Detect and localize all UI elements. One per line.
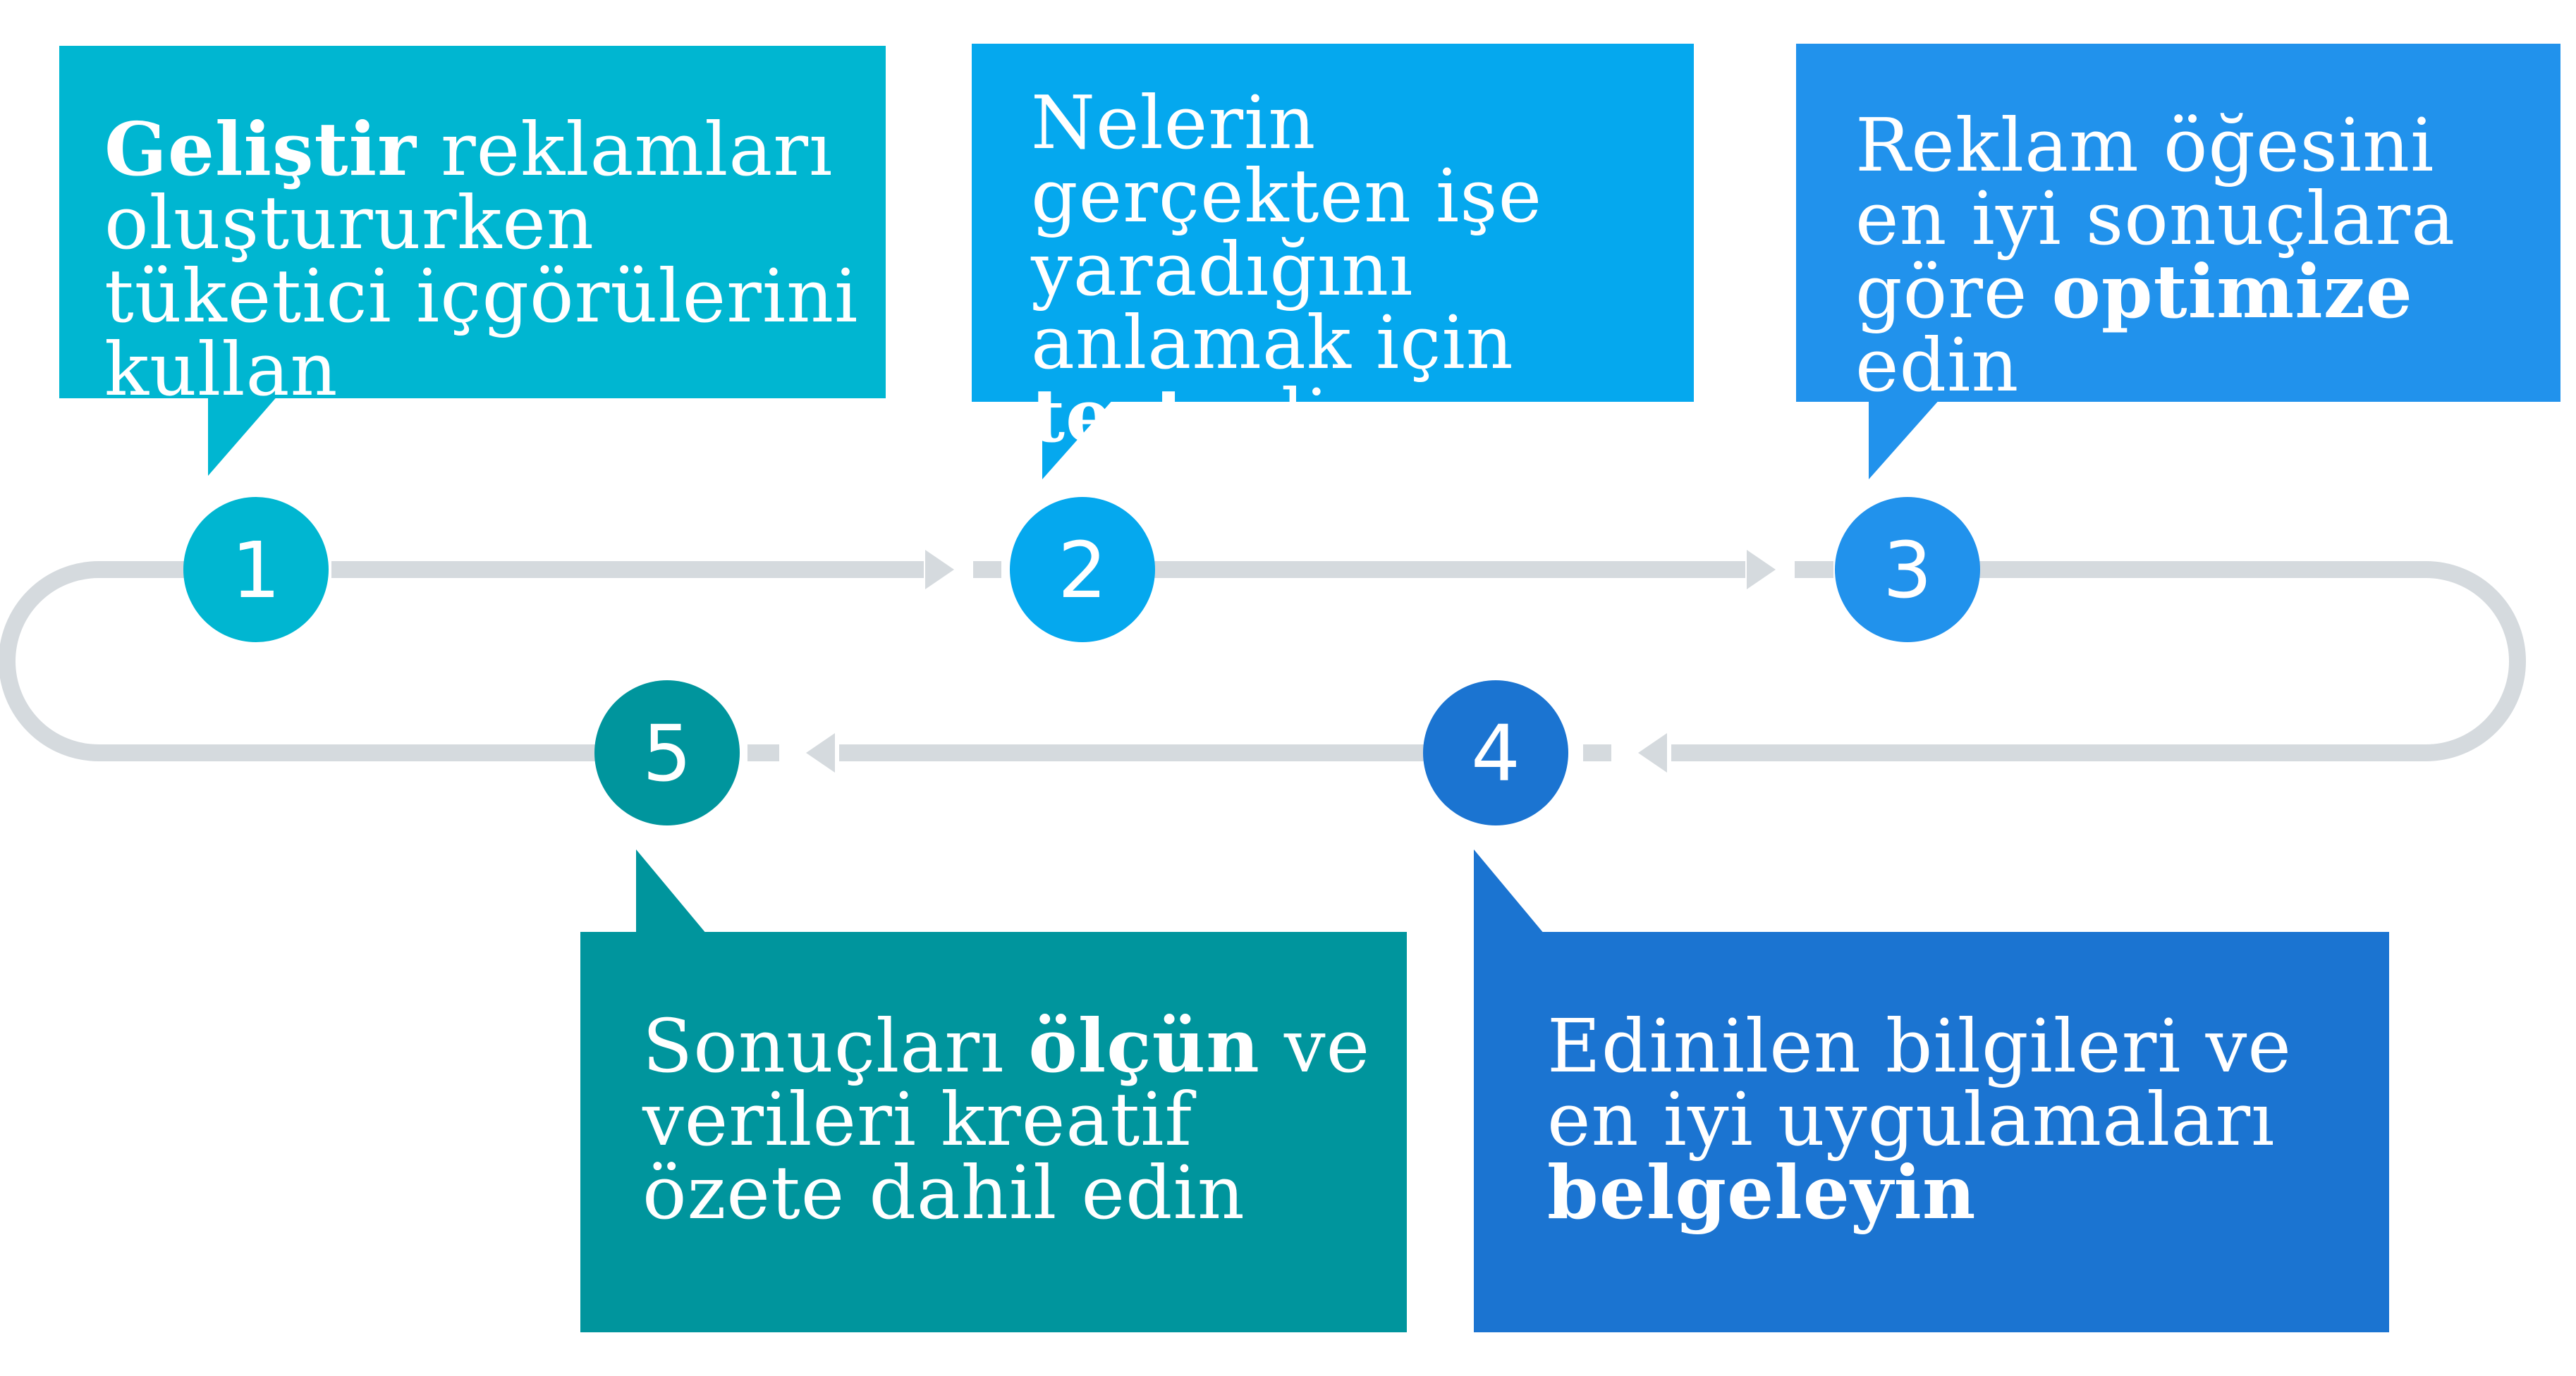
callout-tail-5 [636,849,707,934]
step-emphasis-5: ölçün [1028,1002,1260,1089]
step-1-text: Geliştir reklamları oluştururken tüketic… [104,113,872,407]
step-number-4: 4 [1471,708,1520,799]
step-3-callout: Reklam öğesini en iyi sonuçlara göre opt… [1796,44,2560,402]
step-5-text: Sonuçları ölçün ve verileri kreatif özet… [642,1009,1386,1230]
step-text-run-3: Reklam öğesini en iyi sonuçlara göre [1855,102,2456,335]
step-circle-2 [1010,497,1155,642]
step-text-run-2: Nelerin gerçekten işe yaradığını anlamak… [1031,80,1543,386]
step-circle-5 [594,680,740,825]
step-4-text: Edinilen bilgileri ve en iyi uygulamalar… [1547,1009,2368,1229]
step-number-3: 3 [1883,525,1932,615]
step-circle-4 [1423,680,1568,825]
callout-tail-1 [208,395,279,476]
step-text-run-1: reklamları oluştururken tüketici içgörül… [104,106,859,412]
callout-tail-3 [1869,398,1941,479]
step-3-text: Reklam öğesini en iyi sonuçlara göre opt… [1855,109,2539,402]
step-text-run-3: edin [1855,322,2020,408]
step-text-run-2: edin [1189,373,1378,459]
arrowhead-to-2 [925,550,954,589]
step-text-run-5: Sonuçları [642,1003,1029,1089]
arrowhead-to-3 [1747,550,1776,589]
connector-line-5-loop [0,561,779,761]
step-number-2: 2 [1058,525,1107,615]
callout-tail-2 [1042,398,1114,479]
step-2-callout: Nelerin gerçekten işe yaradığını anlamak… [972,44,1694,453]
step-text-run-5: ve verileri kreatif özete dahil edin [642,1003,1371,1236]
callout-tail-4 [1474,849,1544,934]
step-number-5: 5 [642,708,692,799]
step-1-callout: Geliştir reklamları oluştururken tüketic… [59,46,886,406]
step-4-callout: Edinilen bilgileri ve en iyi uygulamalar… [1474,932,2389,1332]
arrowhead-to-5 [806,733,835,773]
step-text-run-4: Edinilen bilgileri ve en iyi uygulamalar… [1547,1003,2292,1162]
arrowhead-to-4 [1638,733,1667,773]
step-emphasis-3: optimize [2051,248,2413,335]
step-5-callout: Sonuçları ölçün ve verileri kreatif özet… [580,932,1407,1332]
step-circle-3 [1835,497,1980,642]
step-emphasis-2: test [1031,372,1190,459]
step-emphasis-1: Geliştir [104,106,417,192]
step-circle-1 [183,497,329,642]
step-emphasis-4: belgeleyin [1547,1149,1977,1236]
step-number-1: 1 [231,525,281,615]
step-2-text: Nelerin gerçekten işe yaradığını anlamak… [1031,86,1680,453]
connector-line-3-loop [1671,561,2526,761]
